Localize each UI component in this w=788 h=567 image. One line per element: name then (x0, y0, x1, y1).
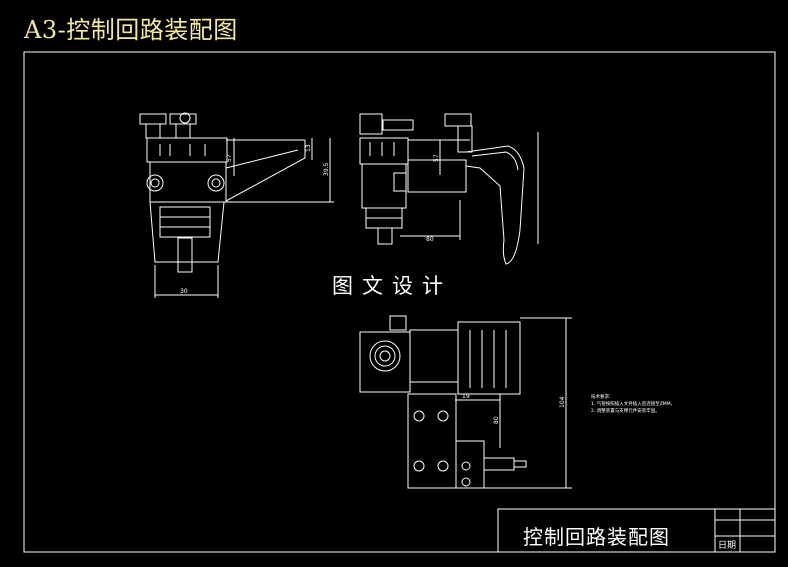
dim-front-height-a: 57 (226, 154, 233, 162)
dim-plan-offset: 19 (462, 393, 470, 400)
title-block-drawing-name: 控制回路装配图 (523, 525, 670, 549)
technical-note-line: 1. 气管按照插入文件插入后连接至ZMM。 (591, 402, 676, 407)
technical-notes-heading: 技术要求: (591, 395, 611, 400)
dim-front-width: 30 (180, 288, 188, 295)
sheet-border (23, 51, 776, 553)
dim-side-width: 80 (426, 236, 434, 243)
title-block-frame (497, 508, 776, 553)
side-view (359, 113, 539, 265)
dim-plan-height: 104 (559, 396, 566, 408)
watermark-text: 图文设计 (332, 274, 452, 298)
dim-front-height-b: 13 (305, 144, 312, 152)
plan-view (359, 315, 572, 489)
dim-front-height-c: 39.5 (323, 162, 330, 176)
dim-side-height: 57 (433, 154, 440, 162)
front-view (139, 112, 334, 298)
title-block-date-label: 日期 (718, 541, 737, 551)
drawing-header-title: A3-控制回路装配图 (24, 16, 238, 44)
technical-note-line: 2. 调整装置与支撑元件安装牢固。 (591, 409, 660, 414)
dim-plan-inner: 80 (493, 416, 500, 424)
technical-notes: 技术要求: 1. 气管按照插入文件插入后连接至ZMM。 2. 调整装置与支撑元件… (591, 394, 675, 415)
